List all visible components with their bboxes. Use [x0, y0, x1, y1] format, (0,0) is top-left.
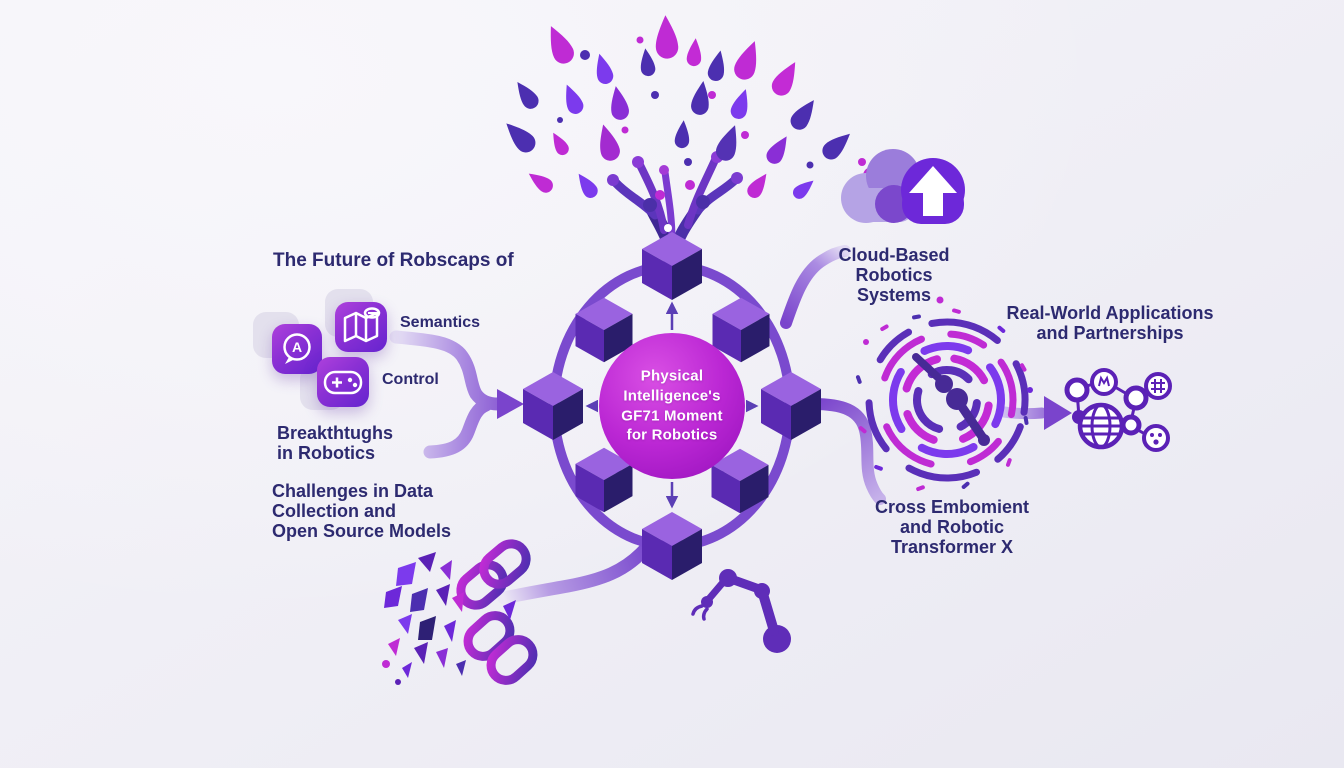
cloud-label: Cloud-Based Robotics Systems [838, 245, 950, 306]
cube-ring-hub-icon [523, 232, 821, 580]
hub-center-label: Physical Intelligence's GF71 Moment for … [621, 367, 723, 444]
hub-center-circle [599, 333, 745, 479]
challenges-label: Challenges in Data Collection and Open S… [272, 481, 452, 542]
network-globe-icon [1064, 368, 1172, 452]
control-label: Control [382, 371, 439, 388]
network-node-badge-3 [1142, 424, 1170, 452]
cloud-upload-icon [841, 149, 965, 224]
chat-bubble-icon: A [272, 324, 322, 374]
chat-letter: A [292, 339, 302, 355]
cube-west [523, 372, 583, 440]
gamepad-icon [317, 357, 369, 407]
robot-arm-icon [691, 569, 791, 653]
shard-fragments [382, 552, 516, 685]
cube-east [761, 372, 821, 440]
cube-south [642, 512, 702, 580]
connector-east [807, 398, 886, 505]
connector-cloud [780, 245, 851, 329]
connector-south [497, 541, 653, 605]
vortex-confetti [855, 296, 1033, 492]
cross-embodiment-label: Cross Embomient and Robotic Transformer … [874, 497, 1030, 558]
breakthroughs-label: Breakthtughs in Robotics [277, 423, 394, 464]
splash-burst-icon [499, 14, 914, 269]
network-node-badge-1 [1090, 368, 1118, 396]
globe-icon [1077, 402, 1125, 450]
semantics-label: Semantics [400, 314, 481, 331]
connector-left-merge [389, 330, 524, 459]
broken-chain-icon [382, 538, 539, 687]
real-world-label: Real-World Applications and Partnerships [1006, 303, 1214, 344]
cube-north [642, 232, 702, 300]
vortex-robot-arm-icon [855, 296, 1033, 492]
network-node-badge-2 [1144, 372, 1172, 400]
future-heading: The Future of Robscaps of [273, 250, 514, 271]
map-icon [335, 302, 387, 352]
